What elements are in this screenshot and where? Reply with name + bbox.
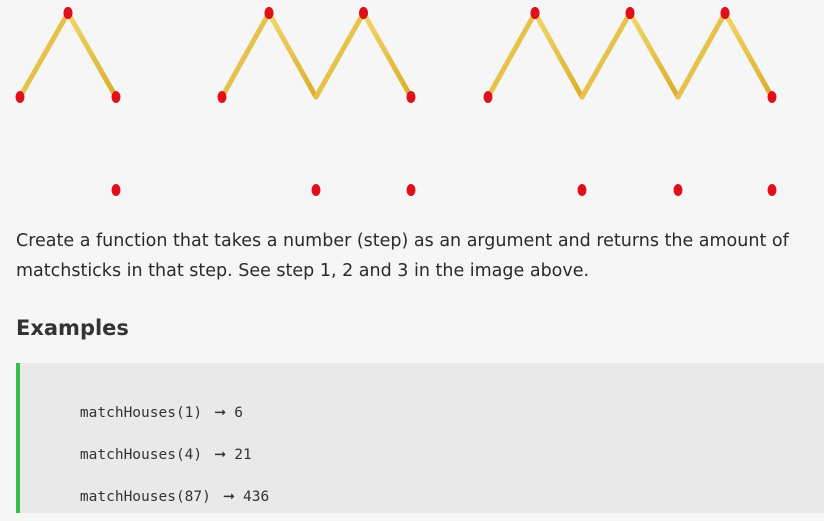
example-line: matchHouses(4) ➞ 21 [45, 431, 252, 479]
matchstick [722, 10, 775, 100]
arrow-icon: ➞ [214, 405, 227, 421]
matchstick [313, 10, 366, 100]
example-line: matchHouses(87) ➞ 436 [45, 473, 269, 521]
arrow-icon: ➞ [222, 489, 236, 505]
match-heads [15, 7, 777, 196]
match-head [767, 91, 777, 103]
match-head [264, 7, 274, 19]
match-head [483, 91, 493, 103]
match-head [530, 7, 540, 19]
match-head [311, 184, 321, 196]
match-head [359, 7, 368, 19]
example-line: matchHouses(1) ➞ 6 [45, 389, 243, 437]
match-head [767, 184, 777, 196]
example-result: 436 [243, 489, 270, 505]
match-head [577, 184, 587, 196]
example-call: matchHouses(1) [79, 405, 203, 421]
match-head [406, 184, 416, 196]
matchsticks [17, 10, 775, 193]
match-head [63, 7, 73, 19]
matchstick [219, 10, 272, 100]
match-head [217, 91, 227, 103]
matchstick [17, 10, 71, 100]
matchstick [266, 10, 319, 100]
examples-code-block: matchHouses(1) ➞ 6 matchHouses(4) ➞ 21 match… [16, 363, 824, 513]
match-head [111, 184, 121, 196]
match-head [406, 91, 416, 103]
match-head [111, 91, 121, 103]
problem-description: Create a function that takes a number (s… [16, 231, 789, 281]
example-call: matchHouses(87) [79, 489, 211, 505]
matchstick [65, 10, 119, 100]
matchstick [361, 10, 414, 100]
matchstick [532, 10, 585, 100]
examples-heading: Examples [16, 316, 129, 340]
match-head [625, 7, 635, 19]
matchstick [485, 10, 538, 100]
matchstick-houses-illustration [15, 7, 777, 196]
matchstick [627, 10, 681, 100]
match-head [15, 91, 25, 103]
matchstick [579, 10, 633, 100]
arrow-icon: ➞ [214, 447, 227, 463]
example-result: 6 [234, 405, 244, 421]
match-head [720, 7, 730, 19]
example-call: matchHouses(4) [79, 447, 203, 463]
matchstick [675, 10, 728, 100]
match-head [673, 184, 683, 196]
example-result: 21 [234, 447, 252, 463]
